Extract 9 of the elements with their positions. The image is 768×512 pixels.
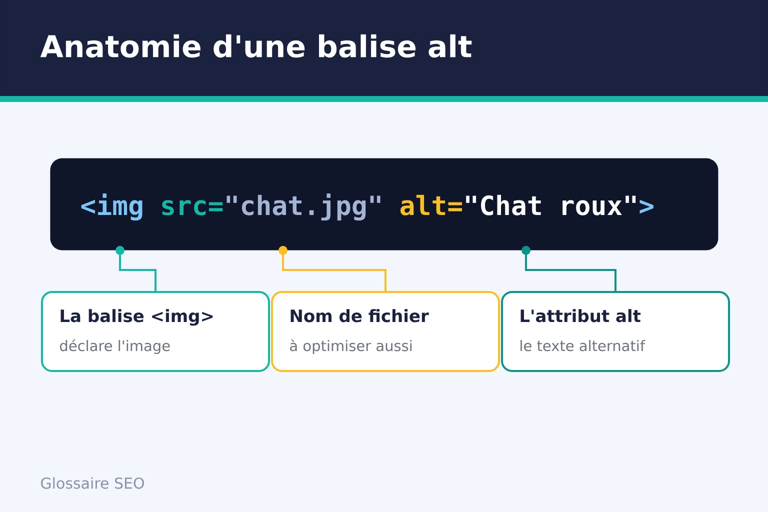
info-card: Nom de fichier à optimiser aussi <box>271 291 500 372</box>
leader-line <box>116 246 156 291</box>
info-card: L'attribut alt le texte alternatif <box>501 291 730 372</box>
leader-line <box>522 246 616 291</box>
footer-text: Glossaire SEO <box>41 477 144 489</box>
title: Anatomie d'une balise alt <box>40 34 472 58</box>
code-box: <img src="chat.jpg" alt="Chat roux"> <box>50 158 718 250</box>
leader-line <box>278 246 386 291</box>
info-card: La balise <img> déclare l'image <box>41 291 270 372</box>
